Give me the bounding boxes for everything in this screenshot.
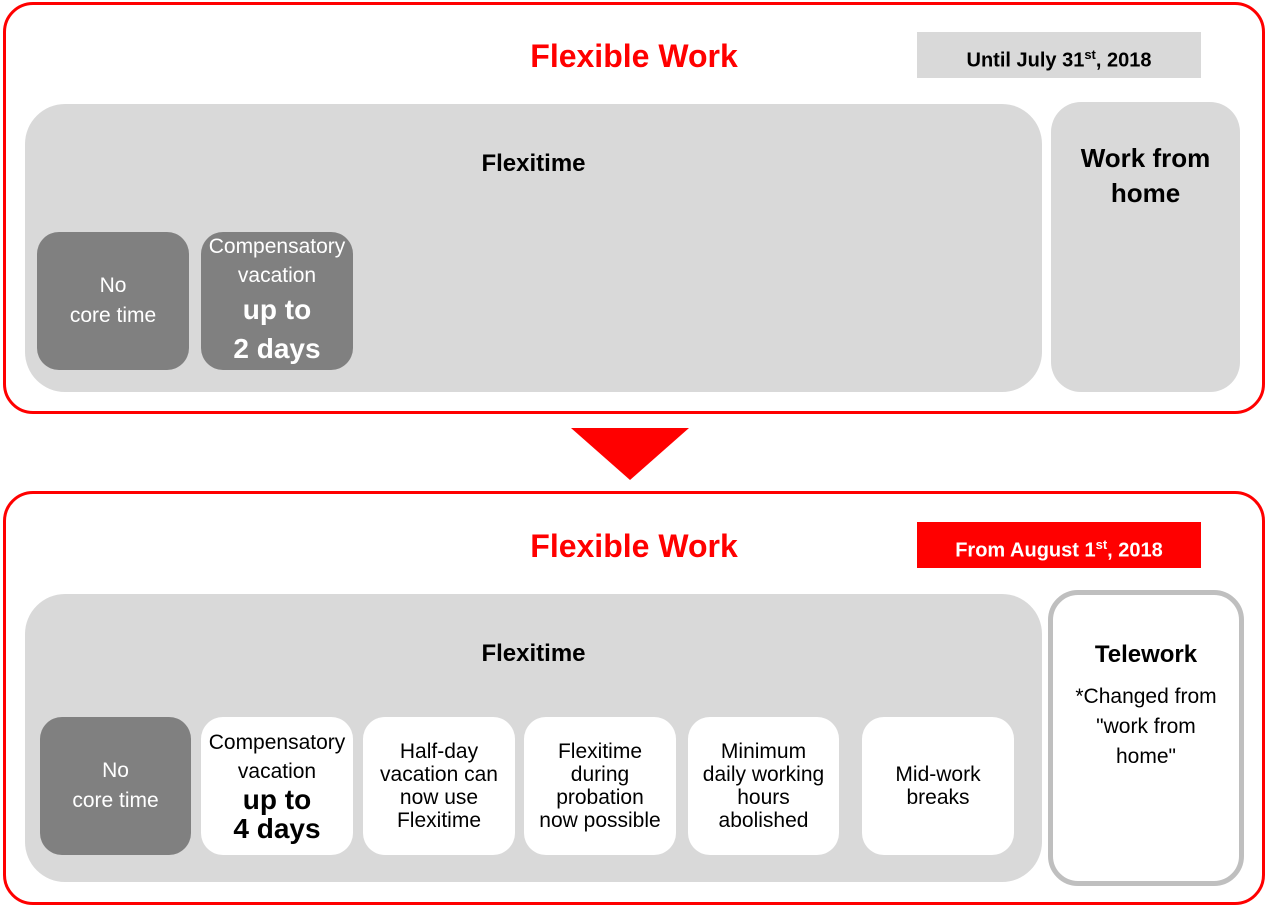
before-item-big: 2 days: [233, 333, 321, 364]
after-item-minimum-hours-abolished: Minimum daily working hours abolished: [688, 717, 839, 855]
after-telework-box: Telework *Changed from "work from home": [1048, 590, 1244, 886]
before-date-suffix: , 2018: [1095, 49, 1152, 72]
before-item-line: Compensatory: [208, 235, 346, 258]
after-item-line: core time: [72, 789, 159, 812]
after-item-line: during: [570, 763, 630, 786]
after-side-note-line: home": [1116, 745, 1176, 768]
before-item-no-core-time: No core time: [37, 232, 189, 370]
after-item-line: vacation can: [380, 763, 498, 786]
before-panel-title: Flexible Work: [530, 38, 738, 74]
after-item-line: breaks: [906, 786, 970, 809]
after-item-mid-work-breaks: Mid-work breaks: [862, 717, 1014, 855]
after-item-line: hours: [737, 786, 790, 809]
after-side-note-line: "work from: [1096, 715, 1196, 738]
after-item-line: now use: [399, 786, 479, 809]
after-side-note-line: *Changed from: [1075, 685, 1217, 708]
after-item-line: No: [102, 759, 129, 782]
after-item-big: 4 days: [233, 813, 321, 844]
after-flexitime-title: Flexitime: [481, 640, 586, 667]
after-date-sup: st: [1095, 537, 1108, 552]
before-item-line: vacation: [237, 264, 317, 287]
after-item-line: Minimum: [720, 740, 807, 763]
after-item-line: Flexitime: [396, 809, 481, 832]
before-flexitime-box: [25, 104, 1042, 392]
before-item-big: up to: [242, 294, 312, 325]
after-item-line: vacation: [237, 760, 317, 783]
before-item-line: core time: [69, 304, 157, 327]
before-work-from-home-box: Work from home: [1051, 102, 1240, 392]
after-item-line: daily working: [702, 763, 825, 786]
after-item-line: abolished: [718, 809, 809, 832]
after-date-badge: From August 1st, 2018: [917, 522, 1201, 568]
down-arrow-icon: [571, 428, 689, 480]
before-side-title-line: home: [1110, 178, 1181, 208]
after-item-line: Half-day: [399, 740, 479, 763]
after-side-title: Telework: [1094, 641, 1198, 668]
before-item-compensatory-vacation: Compensatory vacation up to 2 days: [201, 232, 353, 370]
after-panel-title: Flexible Work: [530, 528, 738, 564]
before-flexitime-title: Flexitime: [481, 150, 586, 177]
after-item-flexitime-probation: Flexitime during probation now possible: [524, 717, 676, 855]
after-date-prefix: From August 1: [955, 539, 1096, 562]
before-side-title-line: Work from: [1080, 143, 1211, 173]
after-item-line: Flexitime: [557, 740, 642, 763]
before-item-line: No: [99, 274, 127, 297]
after-item-compensatory-vacation: Compensatory vacation up to 4 days: [201, 717, 353, 855]
after-item-line: Mid-work: [895, 763, 981, 786]
before-date-prefix: Until July 31: [966, 49, 1085, 72]
after-item-no-core-time: No core time: [40, 717, 191, 855]
before-date-sup: st: [1084, 47, 1096, 62]
after-item-half-day-vacation: Half-day vacation can now use Flexitime: [363, 717, 515, 855]
after-item-line: now possible: [539, 809, 661, 832]
before-date-badge: Until July 31st, 2018: [917, 32, 1201, 78]
after-item-big: up to: [242, 784, 312, 815]
after-date-suffix: , 2018: [1107, 539, 1163, 562]
after-item-line: probation: [556, 786, 644, 809]
after-item-line: Compensatory: [208, 731, 346, 754]
